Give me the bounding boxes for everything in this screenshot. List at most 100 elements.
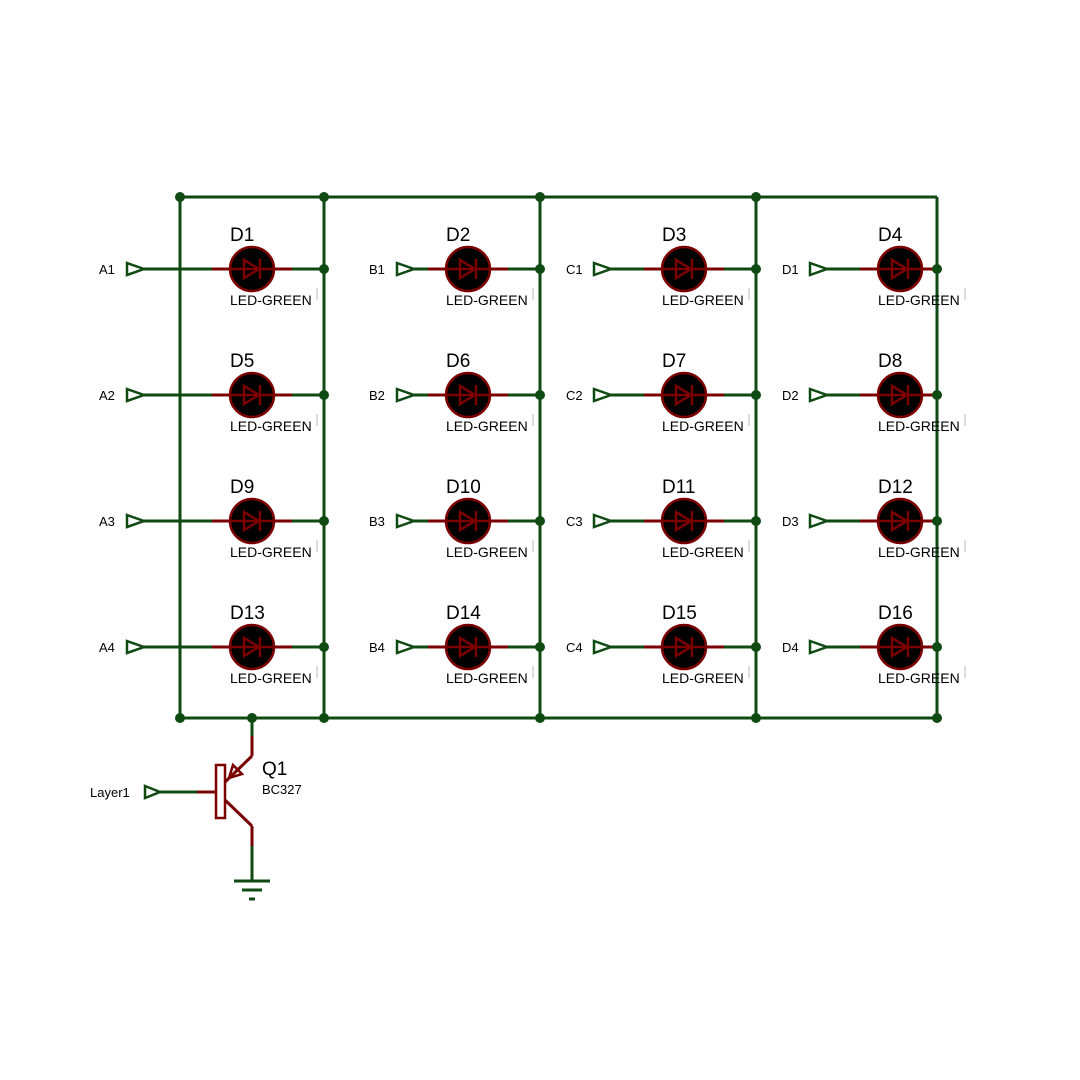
- junction-dot: [319, 713, 329, 723]
- diode-symbol-icon: [242, 257, 262, 281]
- led-value: LED-GREEN: [662, 292, 744, 308]
- base-bar: [214, 763, 227, 820]
- junction-dot: [319, 264, 329, 274]
- junction-dot: [751, 264, 761, 274]
- input-terminal-icon: [125, 513, 148, 529]
- led-ref: D7: [662, 351, 686, 372]
- led-value: LED-GREEN: [662, 670, 744, 686]
- diode-symbol-icon: [242, 509, 262, 533]
- input-terminal-icon: [592, 387, 615, 403]
- diode-symbol-icon: [890, 383, 910, 407]
- input-terminal-icon: [395, 261, 418, 277]
- junction-dot: [535, 713, 545, 723]
- junction-dot: [932, 642, 942, 652]
- input-terminal-icon: [125, 639, 148, 655]
- emitter-arrow-icon: [227, 762, 245, 780]
- input-label: D4: [782, 640, 799, 655]
- led-ref: D14: [446, 603, 481, 624]
- junction-dot: [751, 713, 761, 723]
- diode-symbol-icon: [674, 383, 694, 407]
- led-ref: D16: [878, 603, 913, 624]
- led-value: LED-GREEN: [878, 418, 960, 434]
- diode-symbol-icon: [458, 509, 478, 533]
- led-ref: D3: [662, 225, 686, 246]
- junction-dot: [932, 516, 942, 526]
- led-value: LED-GREEN: [230, 544, 312, 560]
- led-value: LED-GREEN: [230, 670, 312, 686]
- input-terminal-icon: [592, 639, 615, 655]
- junction-dot: [319, 390, 329, 400]
- input-terminal-icon: [808, 639, 831, 655]
- transistor-value: BC327: [262, 782, 302, 797]
- junction-dot: [751, 642, 761, 652]
- junction-dot: [932, 390, 942, 400]
- input-terminal-icon: [592, 261, 615, 277]
- diode-symbol-icon: [674, 509, 694, 533]
- input-label: D2: [782, 388, 799, 403]
- transistor-ref: Q1: [262, 759, 287, 780]
- input-label: B3: [369, 514, 385, 529]
- led-value: LED-GREEN: [446, 292, 528, 308]
- junction-dot: [175, 713, 185, 723]
- led-ref: D1: [230, 225, 254, 246]
- junction-dot: [751, 390, 761, 400]
- input-terminal-icon: [395, 639, 418, 655]
- input-label: D3: [782, 514, 799, 529]
- led-value: LED-GREEN: [230, 418, 312, 434]
- led-ref: D4: [878, 225, 903, 246]
- junction-dot: [535, 390, 545, 400]
- input-label: D1: [782, 262, 799, 277]
- led-ref: D11: [662, 477, 695, 498]
- diode-symbol-icon: [458, 635, 478, 659]
- led-value: LED-GREEN: [446, 670, 528, 686]
- input-label: A1: [99, 262, 115, 277]
- input-label: A4: [99, 640, 115, 655]
- input-label: B2: [369, 388, 385, 403]
- diode-symbol-icon: [242, 383, 262, 407]
- led-value: LED-GREEN: [446, 544, 528, 560]
- input-terminal-icon: [395, 387, 418, 403]
- input-terminal-icon: [125, 261, 148, 277]
- led-ref: D5: [230, 351, 254, 372]
- input-label: B1: [369, 262, 385, 277]
- input-terminal-icon: [125, 387, 148, 403]
- led-value: LED-GREEN: [662, 418, 744, 434]
- transistor-q1[interactable]: Layer1 Q1 BC327: [90, 718, 302, 901]
- junction-dot: [932, 264, 942, 274]
- junction-dot: [319, 192, 329, 202]
- junction-dot: [175, 192, 185, 202]
- diode-symbol-icon: [674, 635, 694, 659]
- led-ref: D9: [230, 477, 254, 498]
- input-label: C1: [566, 262, 583, 277]
- input-label: A2: [99, 388, 115, 403]
- input-label: B4: [369, 640, 385, 655]
- led-value: LED-GREEN: [230, 292, 312, 308]
- diode-symbol-icon: [458, 383, 478, 407]
- junction-dot: [319, 516, 329, 526]
- led-ref: D10: [446, 477, 481, 498]
- junction-dot: [751, 516, 761, 526]
- input-terminal-icon: [808, 387, 831, 403]
- input-label: A3: [99, 514, 115, 529]
- led-value: LED-GREEN: [878, 292, 960, 308]
- led-value: LED-GREEN: [878, 670, 960, 686]
- diode-symbol-icon: [890, 257, 910, 281]
